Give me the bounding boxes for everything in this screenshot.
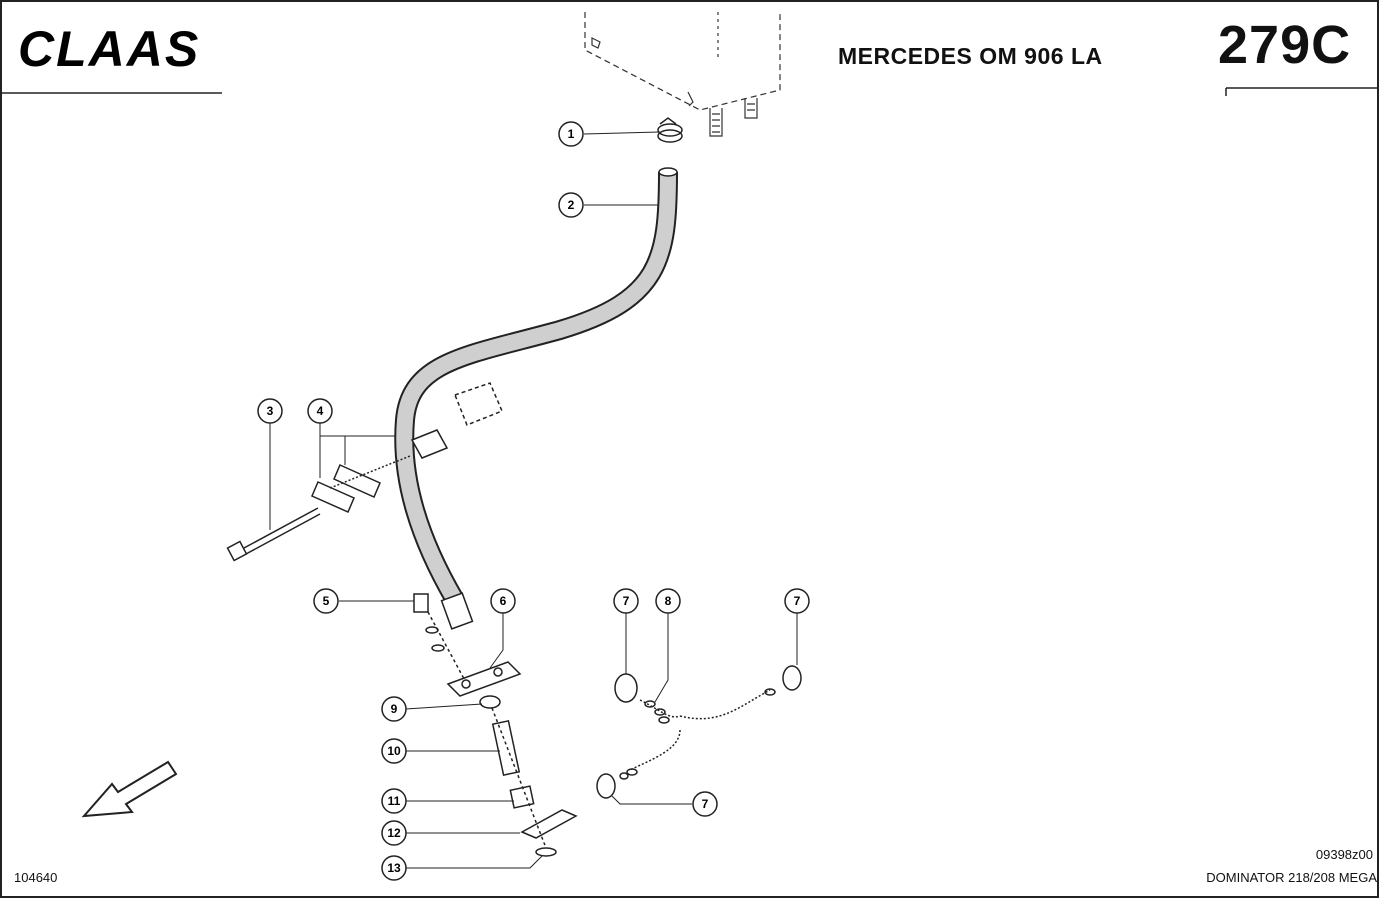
clamp-bracket-part: [311, 382, 503, 513]
callout-label: 8: [665, 594, 672, 608]
logo-text: CLAAS: [18, 22, 200, 74]
fitting-stack-part: [479, 695, 578, 857]
leader-lines: [269, 131, 798, 869]
callout-label: 7: [623, 594, 630, 608]
flange-screw-part: [413, 593, 471, 691]
bolt-part: [226, 507, 321, 562]
image-number: 104640: [14, 870, 58, 885]
callout-label: 12: [387, 826, 401, 840]
callout-label: 9: [391, 702, 398, 716]
callout-label: 4: [317, 404, 324, 418]
oil-hose-part: [394, 167, 678, 630]
direction-arrow-icon: [81, 760, 178, 818]
machine-model: DOMINATOR 218/208 MEGA: [1206, 870, 1377, 885]
callout-label: 2: [568, 198, 575, 212]
callout-label: 10: [387, 744, 401, 758]
flange-plate-part: [446, 661, 522, 697]
callout-label: 3: [267, 404, 274, 418]
callout-label: 1: [568, 127, 575, 141]
callout-label: 11: [388, 794, 401, 808]
claas-logo: CLAAS: [18, 22, 200, 74]
hose-clamp-part: [657, 117, 683, 143]
page-title: MERCEDES OM 906 LA: [838, 43, 1103, 69]
callout-circles: [257, 121, 810, 881]
callout-label: 6: [500, 594, 507, 608]
o-ring-chain-part: [596, 665, 802, 799]
callout-label: 7: [702, 797, 709, 811]
callout-label: 13: [387, 861, 401, 875]
engine-block-outline: [584, 12, 781, 137]
page-number: 279C: [1218, 15, 1352, 75]
callout-label: 5: [323, 594, 330, 608]
callout-label: 7: [794, 594, 801, 608]
drawing-code: 09398z00: [1315, 847, 1373, 862]
